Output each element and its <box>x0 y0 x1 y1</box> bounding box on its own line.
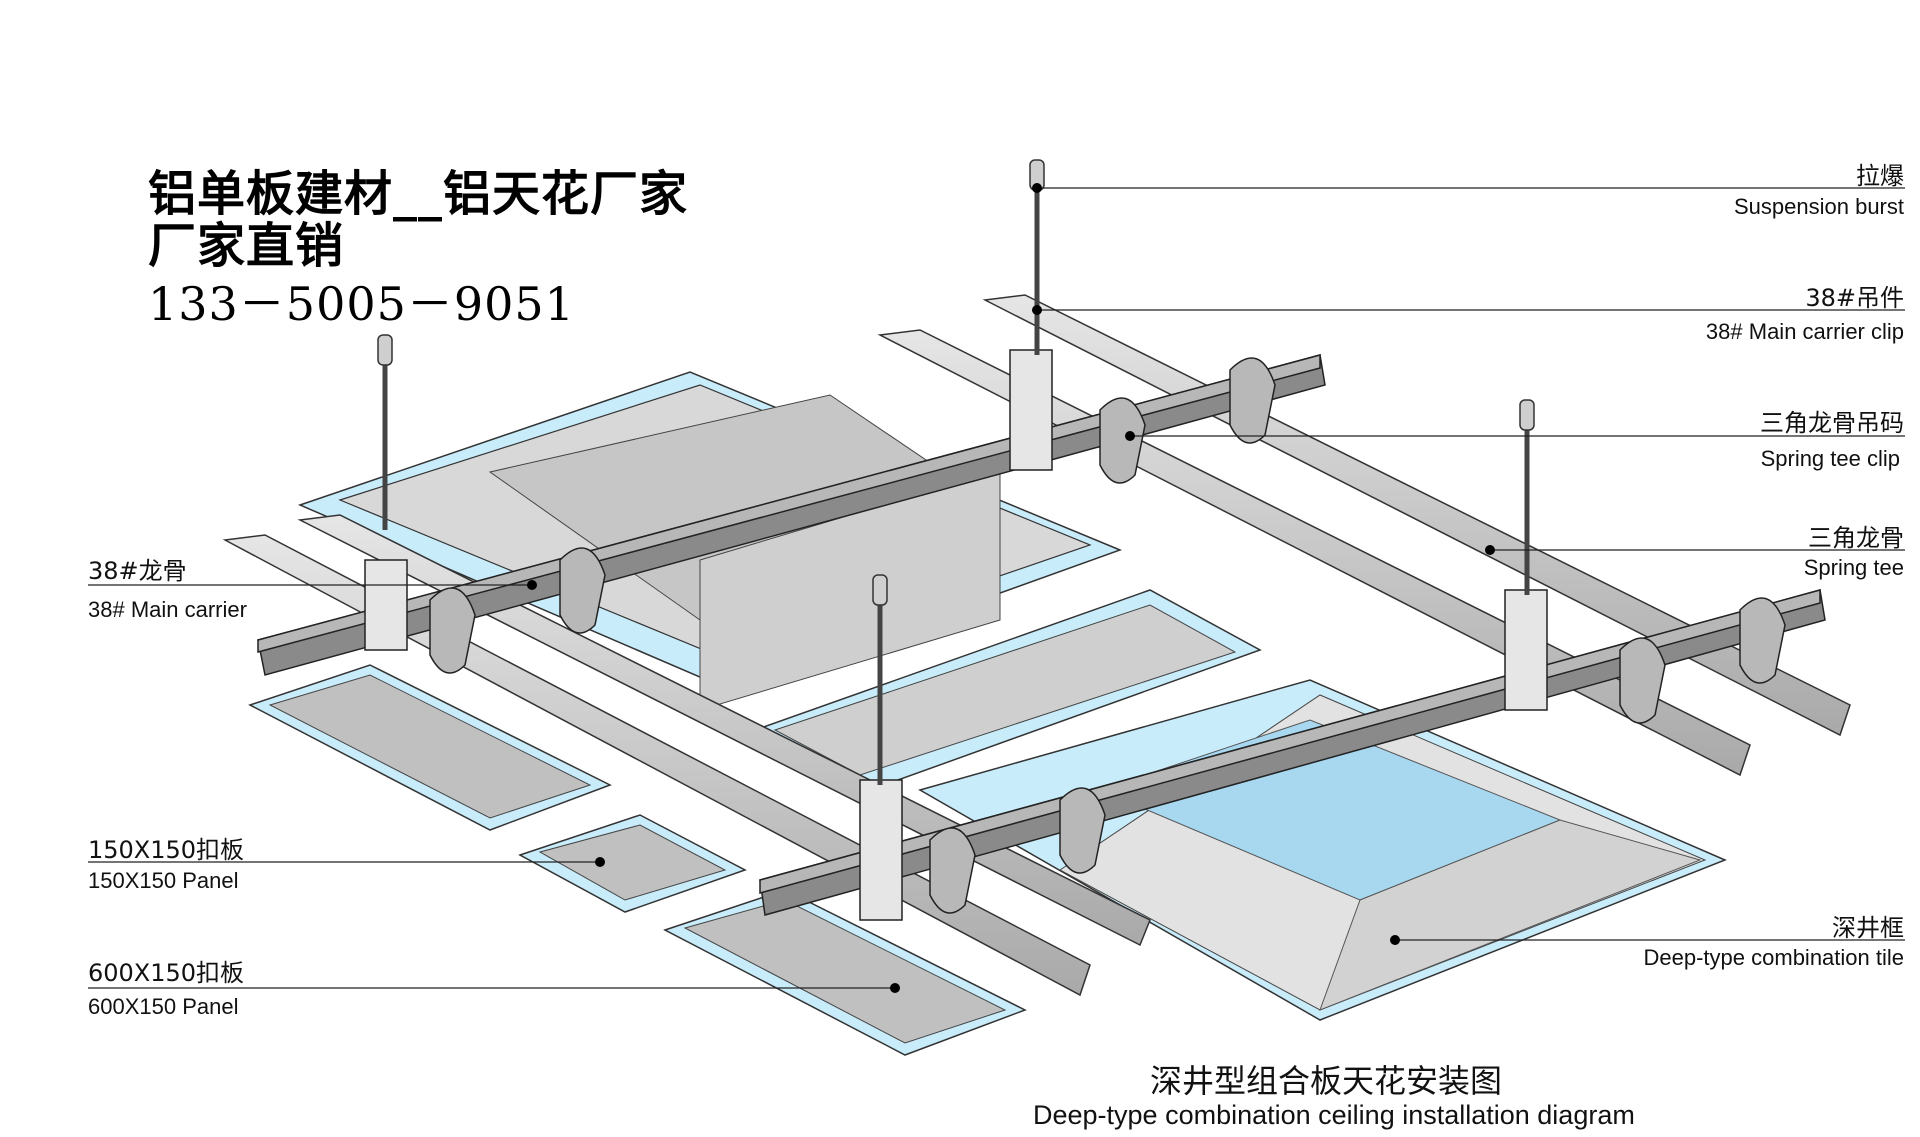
suspension-bursts <box>377 159 1535 606</box>
label-spring-tee-clip-cn: 三角龙骨吊码 <box>1760 409 1904 437</box>
label-spring-tee-cn: 三角龙骨 <box>1808 524 1904 552</box>
label-150-panel-cn: 150X150扣板 <box>88 836 245 864</box>
label-main-carrier-clip-cn: 38#吊件 <box>1805 284 1904 312</box>
label-main-carrier-clip-en: 38# Main carrier clip <box>1705 319 1904 344</box>
main-carriers <box>257 354 1826 916</box>
panel-600x150-lower <box>663 889 1027 1056</box>
label-deep-tile-cn: 深井框 <box>1832 914 1904 942</box>
label-spring-tee-en: Spring tee <box>1803 555 1904 580</box>
suspension-rods <box>382 170 1530 785</box>
label-600-panel-en: 600X150 Panel <box>88 994 239 1019</box>
caption-en: Deep-type combination ceiling installati… <box>1033 1100 1635 1130</box>
brand-phone: 133－5005－9051 <box>148 277 575 331</box>
leader-lines <box>88 187 1905 989</box>
label-deep-tile-en: Deep-type combination tile <box>1643 945 1904 970</box>
label-main-carrier-cn: 38#龙骨 <box>88 557 187 585</box>
label-spring-tee-clip-en: Spring tee clip <box>1760 446 1900 471</box>
label-suspension-burst-cn: 拉爆 <box>1856 162 1904 190</box>
brand-title: 铝单板建材__铝天花厂家 <box>148 166 689 222</box>
panel-150x150 <box>518 814 747 913</box>
panel-600x150-upper <box>248 664 612 831</box>
label-150-panel-en: 150X150 Panel <box>88 868 239 893</box>
label-suspension-burst-en: Suspension burst <box>1734 194 1904 219</box>
label-600-panel-cn: 600X150扣板 <box>88 959 245 987</box>
label-main-carrier-en: 38# Main carrier <box>88 597 247 622</box>
main-carrier-clips <box>364 349 1548 921</box>
leader-dots <box>527 183 1495 993</box>
caption-cn: 深井型组合板天花安装图 <box>1150 1062 1503 1100</box>
spring-tee-clips <box>429 357 1786 914</box>
brand-subtitle: 厂家直销 <box>148 218 345 274</box>
